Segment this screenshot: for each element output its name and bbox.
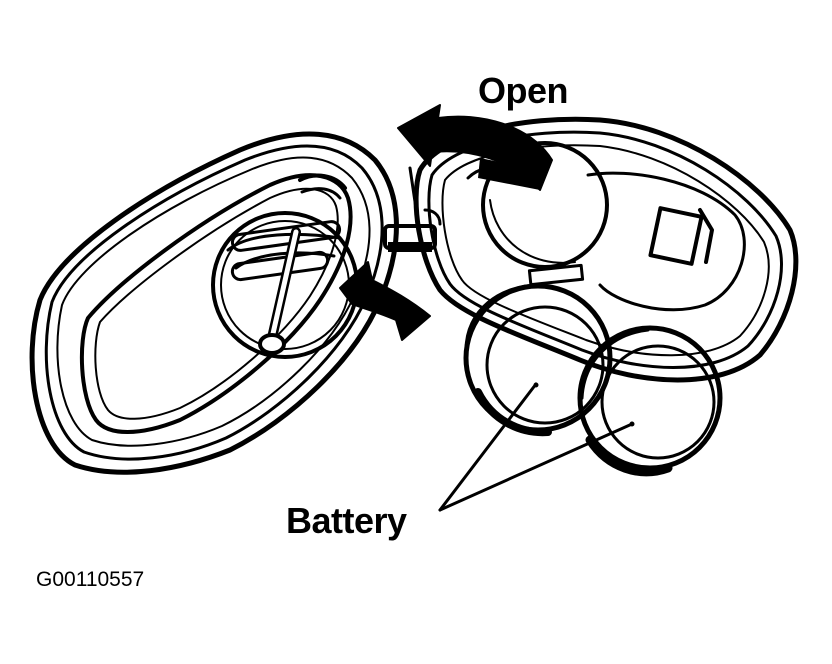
battery-1 (463, 283, 613, 437)
open-arrow (397, 104, 553, 191)
left-fob-shell (29, 131, 399, 475)
right-fob-shell (413, 116, 799, 383)
figure-id: G00110557 (36, 568, 145, 591)
release-arrow (339, 261, 431, 341)
open-label: Open (478, 70, 569, 111)
battery-leader-lines (438, 382, 634, 512)
battery-label: Battery (286, 500, 407, 541)
battery-2 (577, 325, 723, 477)
